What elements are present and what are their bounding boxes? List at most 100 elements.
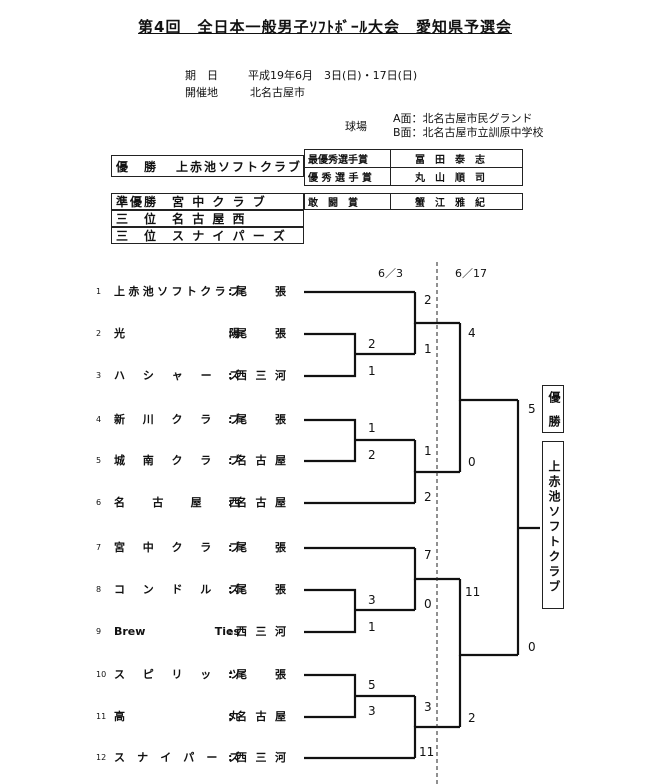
team-seed: 2: [96, 329, 102, 338]
team-region: 尾 張: [236, 327, 286, 340]
team-separator: :: [228, 369, 233, 382]
r2m4-win: [413, 725, 460, 758]
winner-name: 上赤池ソフトクラブ: [176, 159, 303, 174]
team-10-line: [304, 673, 357, 696]
r2m2-win: [413, 470, 460, 503]
score-sf1-a: 4: [468, 326, 476, 340]
team-8-line: [304, 588, 357, 610]
score-r1m2-a: 1: [368, 421, 376, 435]
champion-name-box: 上赤池ソフトクラブ: [542, 441, 564, 609]
award-1-player: 冨 田 泰 志: [415, 155, 485, 166]
team-9-line: [304, 610, 357, 634]
award-3-divider: [390, 193, 391, 210]
date-label: 期 日: [185, 69, 218, 82]
ground-a: A面：北名古屋市民グランド: [393, 112, 533, 125]
team-name: コンドルズ: [114, 583, 240, 596]
team-name: 上赤池ソフトクラブ: [114, 285, 240, 298]
score-r2m1-a: 2: [424, 293, 432, 307]
score-r2m4-b: 11: [419, 745, 434, 759]
score-r1m2-b: 2: [368, 448, 376, 462]
team-region: 西三河: [236, 625, 286, 638]
team-separator: :: [228, 496, 233, 509]
champion-label: 優 勝: [547, 390, 561, 432]
score-r2m4-a: 3: [424, 700, 432, 714]
runner-up-box: 準優勝 宮 中 ク ラ ブ: [111, 193, 304, 210]
champion-label-box: 優 勝: [542, 385, 564, 433]
team-seed: 4: [96, 415, 102, 424]
grounds-label: 球場: [345, 120, 367, 133]
team-separator: :: [228, 668, 233, 681]
team-5-line: [304, 440, 357, 463]
page-title: 第4回 全日本一般男子ｿﾌﾄﾎﾞｰﾙ大会 愛知県予選会: [138, 18, 512, 36]
score-r2m1-b: 1: [424, 342, 432, 356]
team-name: 城南クラブ: [114, 454, 240, 467]
team-region: 尾 張: [236, 413, 286, 426]
team-seed: 10: [96, 670, 107, 679]
team-separator: :: [228, 454, 233, 467]
award-3-player: 蟹 江 雅 紀: [415, 198, 485, 209]
team-name: 宮中クラブ: [114, 541, 240, 554]
team-region: 名古屋: [236, 454, 286, 467]
team-separator: :: [228, 285, 233, 298]
award-box-3: [304, 193, 523, 210]
team-region: 名古屋: [236, 496, 286, 509]
score-final-b: 0: [528, 640, 536, 654]
winner-label: 優 勝: [116, 159, 159, 174]
team-name: 高 丸: [114, 710, 240, 723]
team-11-line: [304, 696, 357, 719]
team-seed: 11: [96, 712, 107, 721]
score-r2m2-b: 2: [424, 490, 432, 504]
score-r1m1-b: 1: [368, 364, 376, 378]
score-r1m3-b: 1: [368, 620, 376, 634]
date-value: 平成19年6月 3日(日)・17日(日): [248, 69, 418, 82]
runner-up-label: 準優勝: [116, 195, 159, 209]
awards-col-divider: [390, 149, 391, 186]
team-separator: :: [228, 327, 233, 340]
venue-value: 北名古屋市: [250, 86, 305, 99]
team-seed: 5: [96, 456, 102, 465]
team-name: 光 陽: [114, 327, 240, 340]
team-region: 西三河: [236, 369, 286, 382]
award-1: 最優秀選手賞: [308, 155, 368, 166]
team-separator: :: [228, 710, 233, 723]
team-name: 名古屋西: [114, 496, 240, 509]
team-name: Brew Ties: [114, 625, 240, 638]
team-region: 尾 張: [236, 668, 286, 681]
team-name: スナイパーズ: [114, 751, 240, 764]
team-separator: :: [228, 413, 233, 426]
third-label-2: 三 位: [116, 229, 159, 243]
score-r1m3-a: 3: [368, 593, 376, 607]
team-separator: :: [228, 751, 233, 764]
score-r2m3-b: 0: [424, 597, 432, 611]
score-r2m2-a: 1: [424, 444, 432, 458]
team-2-line: [304, 332, 357, 354]
team-region: 尾 張: [236, 541, 286, 554]
date-day2: 6／17: [455, 267, 487, 280]
score-sf2-b: 2: [468, 711, 476, 725]
award-2: 優 秀 選 手 賞: [308, 173, 372, 184]
score-sf1-b: 0: [468, 455, 476, 469]
team-4-line: [304, 418, 357, 440]
team-seed: 3: [96, 371, 102, 380]
third-box-1: 三 位 名 古 屋 西: [111, 210, 304, 227]
third-name-2: ス ナ イ パ ー ズ: [172, 229, 287, 243]
team-region: 尾 張: [236, 285, 286, 298]
third-name-1: 名 古 屋 西: [172, 212, 247, 226]
team-seed: 6: [96, 498, 102, 507]
team-separator: :: [228, 625, 233, 638]
score-final-a: 5: [528, 402, 536, 416]
team-seed: 12: [96, 753, 107, 762]
third-box-2: 三 位 ス ナ イ パ ー ズ: [111, 227, 304, 244]
winner-box: 優 勝 上赤池ソフトクラブ: [111, 155, 304, 177]
award-3: 敢 闘 賞: [308, 198, 358, 209]
awards-divider: [304, 167, 523, 168]
runner-up-name: 宮 中 ク ラ ブ: [172, 195, 267, 209]
team-name: 新川クラブ: [114, 413, 240, 426]
third-label-1: 三 位: [116, 212, 159, 226]
team-region: 尾 張: [236, 583, 286, 596]
score-sf2-a: 11: [465, 585, 480, 599]
team-3-line: [304, 354, 357, 378]
team-seed: 1: [96, 287, 102, 296]
score-r1m4-a: 5: [368, 678, 376, 692]
